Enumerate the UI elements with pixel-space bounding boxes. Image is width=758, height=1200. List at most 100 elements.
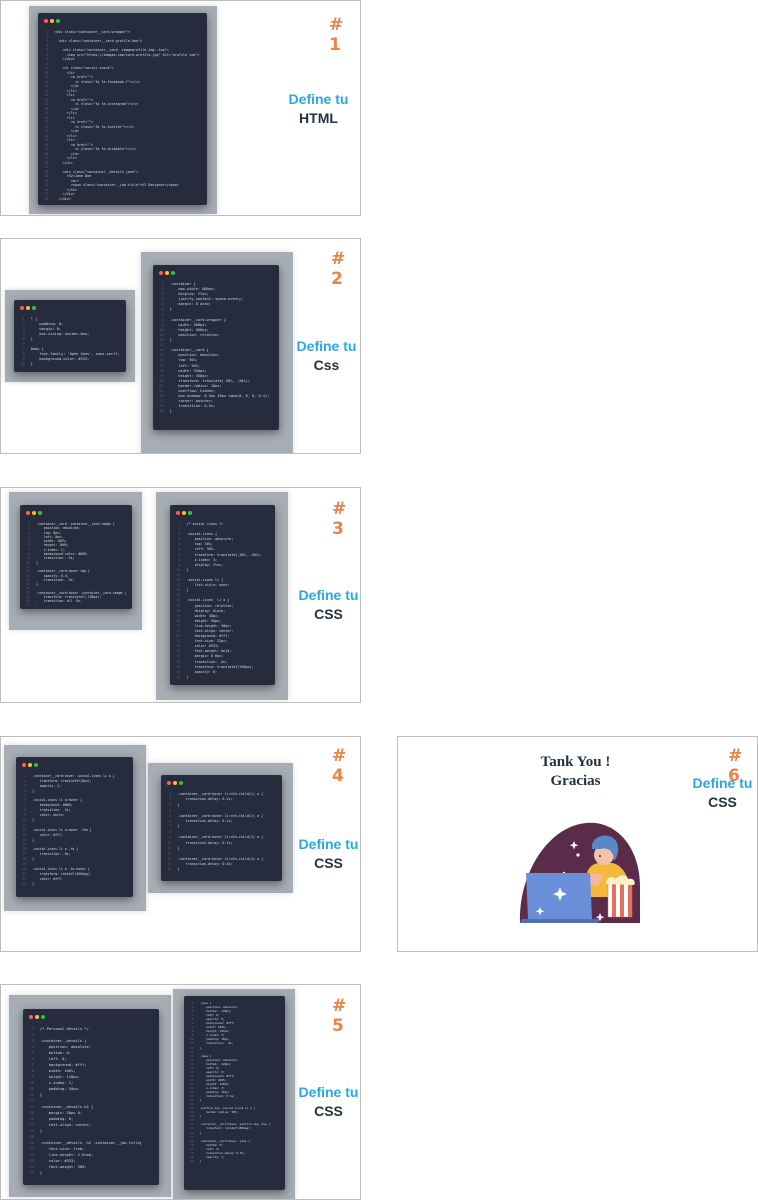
code-line: 13: [28, 1098, 155, 1104]
line-number: 30: [176, 669, 181, 674]
code-text: </div>: [54, 196, 71, 201]
code-text: transition: .5s;: [36, 577, 75, 582]
line-number: 2: [161, 287, 164, 292]
code-line: 18 width: 350px;: [158, 369, 275, 374]
code-line: 4: [166, 808, 278, 813]
code-text: height: 120px;: [39, 1075, 80, 1079]
minimize-dot-icon: [165, 271, 169, 275]
code-text: }: [30, 337, 33, 341]
code-line: 12}: [158, 338, 275, 343]
code-line: 13.container__card:hover li:nth-child(4)…: [166, 857, 278, 862]
code-line: 18 transform: translateY(-100px);: [25, 595, 128, 599]
line-number: 31: [176, 674, 181, 679]
code-line: 22 overflow: hidden;: [158, 389, 275, 394]
code-text: margin: 0;: [30, 327, 62, 331]
code-text: height: 500px;: [169, 327, 209, 332]
code-text: </li>: [54, 88, 77, 93]
line-number: 21: [44, 120, 49, 124]
code-text: }: [199, 1114, 202, 1119]
code-line: 39 opacity: 1;: [189, 1155, 281, 1159]
line-number: 2: [22, 322, 25, 326]
line-number: 7: [46, 57, 49, 61]
code-line: 3 top: 0px;: [25, 531, 128, 535]
line-number: 13: [176, 583, 181, 588]
sparkle-icon: [535, 907, 545, 916]
code-text: transition-delay: 0.2s;: [177, 818, 233, 823]
line-number: 16: [29, 1117, 34, 1121]
code-line: 20.social-icons li a .fa:hover {: [21, 867, 129, 872]
code-line: 27.profile-two .social-icons li a {: [189, 1106, 281, 1110]
code-text: background: #000;: [32, 803, 73, 808]
line-number: 25: [159, 404, 164, 409]
line-number: 6: [178, 547, 181, 552]
code-text: .container__card:hover .jane {: [199, 1138, 250, 1143]
line-number: 5: [191, 1017, 194, 1022]
code-line: 28 transition: .4s;: [175, 660, 271, 665]
code-text: width: 100%;: [39, 1069, 76, 1073]
line-number: 18: [190, 1069, 194, 1074]
line-number: 9: [161, 322, 164, 327]
code-text: <h2>Jane Doe: [54, 174, 92, 178]
code-line: 7 transform: translate(-50%, -50%);: [175, 553, 271, 558]
line-number: 1: [178, 522, 181, 526]
code-line: 29 transform: translateY(200px);: [175, 665, 271, 670]
code-line: 1/* social icons */: [175, 522, 271, 527]
code-text: <a href="">: [54, 75, 94, 79]
code-text: }: [39, 1093, 43, 1097]
code-line: 13: [158, 343, 275, 348]
code-line: 11 <a href="">: [43, 75, 203, 80]
code-line: 6 left: 0;: [28, 1056, 155, 1062]
code-text: .container__card:hover .container__card-…: [36, 590, 127, 595]
code-line: 9 color: white;: [21, 813, 129, 818]
code-text: width: 100%;: [36, 539, 67, 544]
code-text: }: [36, 604, 38, 605]
code-line: 28 border-radius: 50%;: [189, 1110, 281, 1114]
line-number: 26: [190, 1102, 194, 1107]
code-text: }: [36, 560, 39, 565]
code-line: 5.container__card:hover li:nth-child(2) …: [166, 814, 278, 819]
code-listing: 1.container {2 max-width: 800px;3 displa…: [158, 282, 275, 426]
line-number: 14: [159, 348, 164, 353]
code-window: 1.jane {2 position: absolute;3 bottom: -…: [184, 996, 285, 1190]
code-text: <li>: [54, 138, 75, 142]
line-number: 17: [22, 852, 27, 857]
line-number: 29: [176, 664, 181, 669]
code-text: opacity: 0;: [199, 1017, 225, 1022]
code-line: 16: [25, 586, 128, 590]
line-number: 5: [24, 793, 27, 798]
person-hair: [591, 835, 619, 861]
code-line: 16.social-icons li a .fa {: [21, 847, 129, 852]
maximize-dot-icon: [34, 763, 38, 767]
code-text: }: [177, 845, 180, 850]
code-text: color: white;: [32, 813, 65, 818]
code-line: 40}: [189, 1159, 281, 1163]
slide-label: Define tu HTML: [271, 90, 360, 128]
line-number: 37: [44, 192, 49, 196]
code-text: left: 0;: [39, 1057, 67, 1061]
code-line: 3 bottom: -120px;: [189, 1009, 281, 1013]
code-line: 21 transform: rotateY(360deg);: [21, 872, 129, 877]
line-number: 24: [176, 639, 181, 644]
person-arm: [587, 873, 604, 886]
code-text: z-index: 2;: [36, 547, 65, 552]
line-number: 17: [159, 363, 164, 368]
laptop-base: [520, 919, 600, 923]
code-text: transform: rotateY(180deg);: [199, 1126, 252, 1131]
code-line: 30: [189, 1118, 281, 1122]
code-text: opacity: 0.4;: [36, 573, 69, 578]
code-line: 25}: [189, 1098, 281, 1102]
code-text: opacity: 1;: [199, 1154, 225, 1159]
line-number: 7: [191, 1025, 194, 1030]
line-number: 24: [190, 1094, 194, 1099]
code-line: 11: [25, 565, 128, 569]
slide-label: Define tu CSS: [281, 835, 360, 873]
code-text: background: #fff;: [199, 1073, 235, 1078]
code-line: 30 </ul>: [43, 161, 203, 166]
code-line: 8.container__card-wrapper {: [158, 318, 275, 323]
code-text: .social-icons li a:hover .fab {: [32, 827, 92, 832]
code-line: 8: [166, 830, 278, 835]
code-line: 3.container__details {: [28, 1038, 155, 1044]
code-text: }: [39, 1129, 43, 1133]
